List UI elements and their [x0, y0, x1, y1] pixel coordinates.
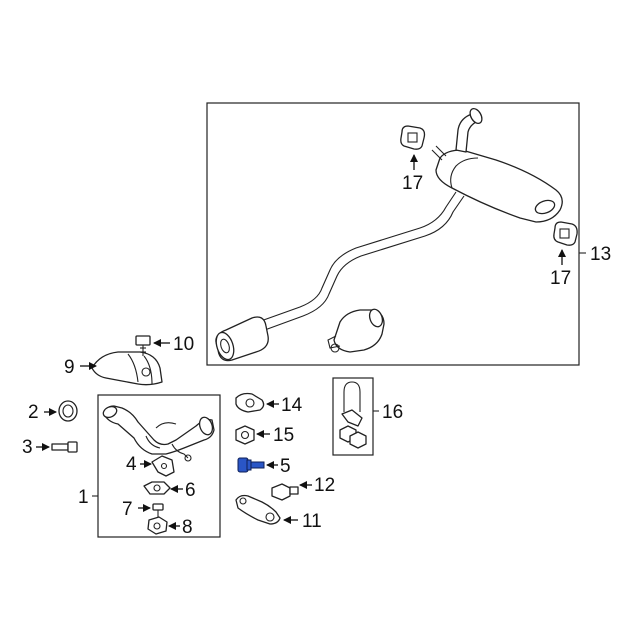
catalytic-converter-1[interactable]: [102, 405, 215, 462]
callout-16: 16: [382, 402, 403, 423]
callout-15: 15: [273, 425, 294, 446]
callout-1: 1: [78, 487, 89, 508]
bolt-5-highlighted[interactable]: [237, 457, 265, 473]
callout-6: 6: [185, 480, 196, 501]
callout-5: 5: [280, 456, 291, 477]
stud-12[interactable]: [271, 483, 299, 501]
gasket-ring-2[interactable]: [58, 400, 78, 422]
callout-9: 9: [64, 357, 75, 378]
muffler-pipe-assembly[interactable]: [213, 107, 563, 362]
callout-4: 4: [126, 454, 137, 475]
hanger-insulator-17-top[interactable]: [400, 125, 426, 150]
bolt-10[interactable]: [135, 335, 151, 356]
converter-detail: [327, 308, 385, 353]
callout-8: 8: [182, 517, 193, 538]
callout-2: 2: [28, 402, 39, 423]
hanger-kit-16[interactable]: [339, 381, 367, 449]
callout-10: 10: [173, 334, 194, 355]
callout-17-top: 17: [402, 173, 423, 194]
callout-7: 7: [122, 499, 133, 520]
callout-12: 12: [314, 475, 335, 496]
gasket-11[interactable]: [235, 494, 281, 525]
callout-13: 13: [590, 244, 611, 265]
converter-assembly-box: [97, 394, 221, 538]
callout-3: 3: [22, 437, 33, 458]
callout-17-bottom: 17: [550, 268, 571, 289]
hanger-kit-box: [332, 377, 374, 456]
muffler-assembly-box: [206, 102, 580, 366]
heat-shield-9[interactable]: [91, 351, 163, 386]
callout-11: 11: [302, 511, 322, 532]
nut-15[interactable]: [235, 425, 255, 445]
hanger-insulator-17-bottom[interactable]: [553, 221, 578, 246]
stud-bolt-3[interactable]: [51, 441, 78, 453]
callout-14: 14: [281, 395, 303, 416]
gasket-6[interactable]: [143, 481, 171, 495]
bracket-4[interactable]: [151, 455, 175, 477]
gasket-14[interactable]: [235, 392, 265, 413]
nut-8[interactable]: [147, 516, 168, 535]
stud-7[interactable]: [152, 503, 164, 520]
